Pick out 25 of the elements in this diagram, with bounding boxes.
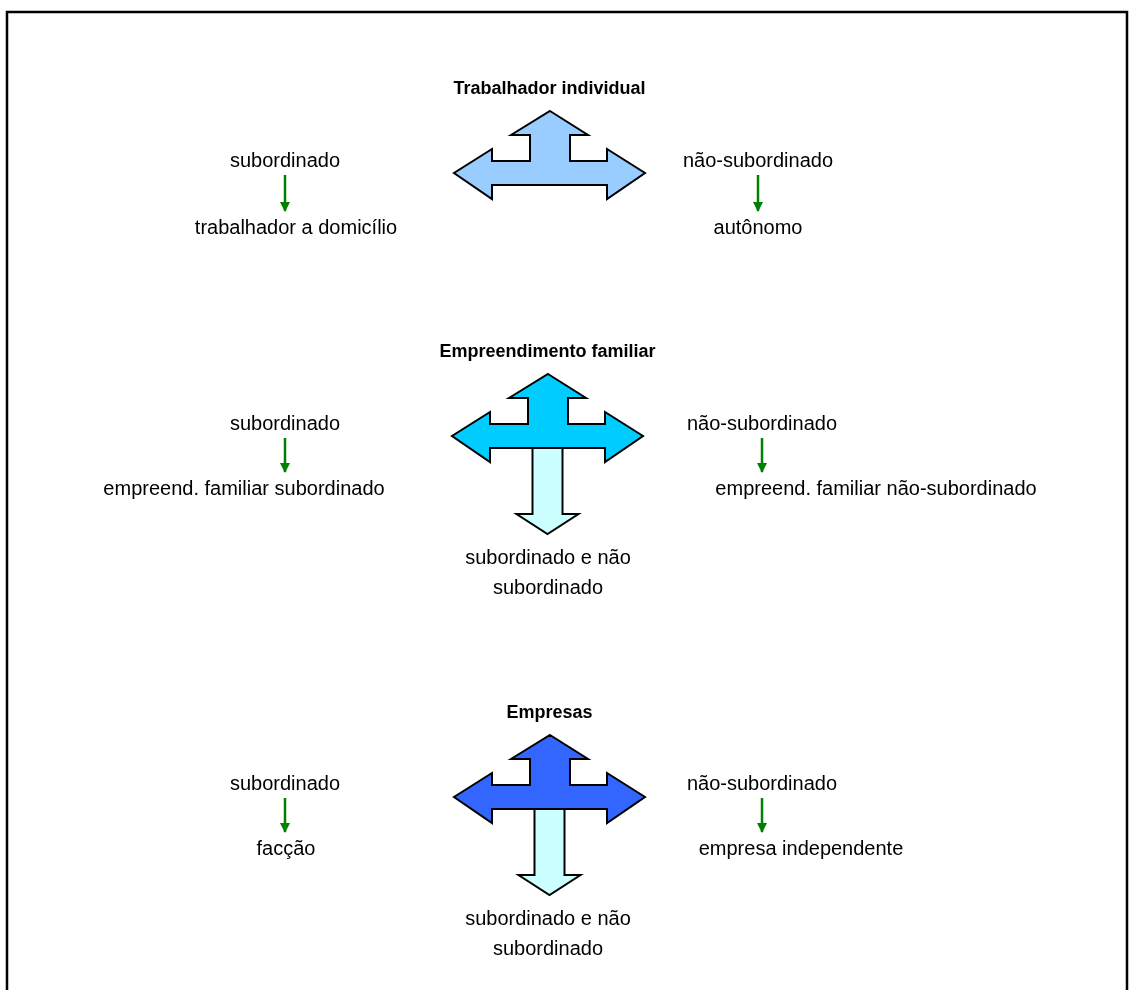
category-heading: Empresas [505, 701, 594, 724]
category-label: não-subordinado [686, 411, 838, 435]
category-heading: Trabalhador individual [452, 77, 647, 100]
category-label: não-subordinado [686, 771, 838, 795]
arrow [280, 798, 290, 833]
category-label: facção [256, 836, 316, 860]
category-label: empreend. familiar subordinado [103, 476, 385, 500]
category-label: subordinado [229, 771, 341, 795]
category-label: empresa independente [698, 836, 904, 860]
outcome-label: subordinado e não subordinado [428, 903, 668, 963]
arrow [280, 438, 290, 473]
arrow [280, 175, 290, 212]
category-label: subordinado [229, 148, 341, 172]
arrow [757, 438, 767, 473]
category-label: não-subordinado [682, 148, 834, 172]
block-arrow [515, 808, 584, 897]
category-label: autônomo [713, 215, 803, 239]
category-label: subordinado [229, 411, 341, 435]
block-arrow [513, 447, 582, 536]
arrow [757, 798, 767, 833]
arrow [753, 175, 763, 212]
category-heading: Empreendimento familiar [438, 340, 657, 363]
category-label: empreend. familiar não-subordinado [715, 476, 1037, 500]
outcome-label: subordinado e não subordinado [428, 542, 668, 602]
category-label: trabalhador a domicílio [194, 215, 398, 239]
